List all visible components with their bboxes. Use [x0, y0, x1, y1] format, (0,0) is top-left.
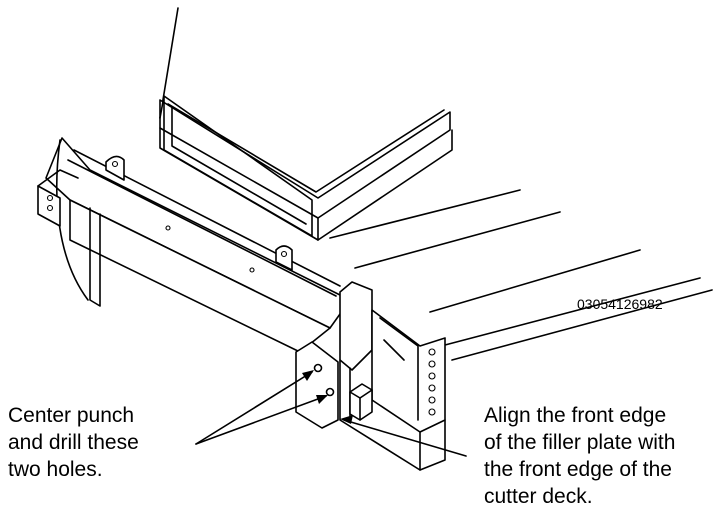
upper-housing — [159, 7, 453, 241]
drill-hole-upper — [313, 363, 323, 373]
front-frame-bar — [37, 137, 351, 353]
cutter-deck-rails — [329, 189, 713, 361]
drill-holes-callout: Center punch and drill these two holes. — [8, 404, 139, 481]
align-edge-callout: Align the front edge of the filler plate… — [484, 404, 676, 508]
spacer-block — [349, 383, 373, 421]
part-number-label: 03054126982 — [577, 296, 663, 312]
callout-leaders — [195, 370, 467, 457]
mounting-tabs — [105, 155, 293, 271]
filler-plate — [295, 341, 339, 429]
front-bracket-assembly — [339, 281, 446, 471]
drill-hole-lower — [325, 387, 335, 397]
